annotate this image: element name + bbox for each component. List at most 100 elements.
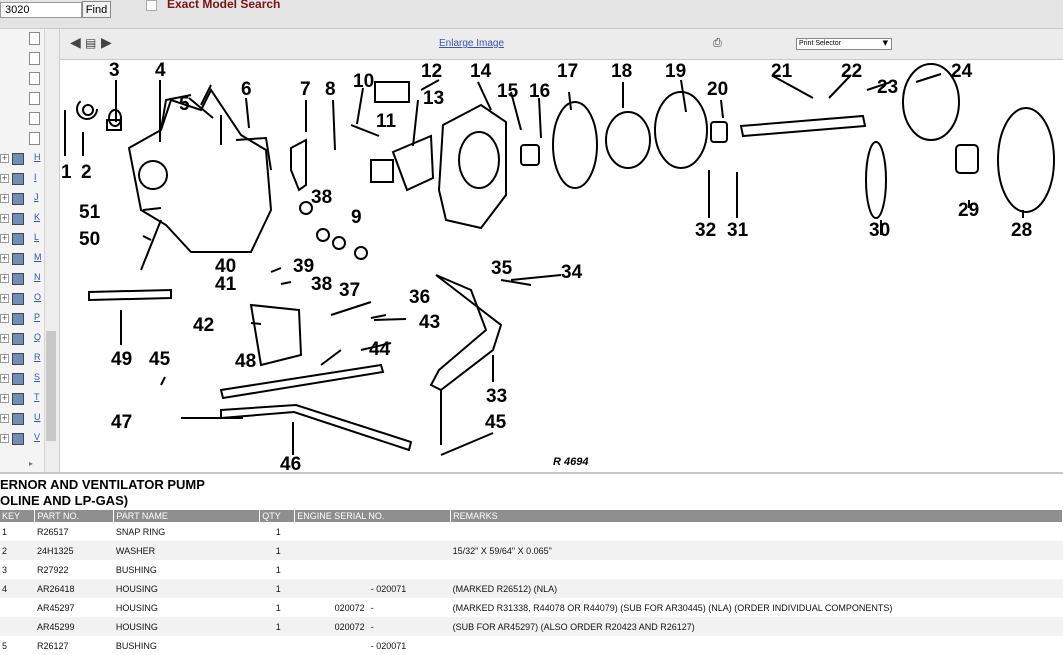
find-button[interactable]: Find — [82, 1, 111, 18]
expand-icon[interactable]: + — [0, 234, 9, 243]
book-icon — [12, 393, 24, 405]
callout-number: 44 — [369, 339, 391, 360]
callout-number: 30 — [869, 220, 890, 241]
callout-number: 33 — [486, 386, 507, 407]
expand-icon[interactable]: + — [0, 354, 9, 363]
page-icon[interactable]: ▤ — [85, 36, 97, 50]
previous-arrow-icon[interactable]: ◀ — [70, 35, 81, 51]
tree-item-label[interactable]: L — [34, 232, 40, 242]
table-cell: 1 — [275, 526, 281, 537]
tree-item-label[interactable]: R — [34, 352, 41, 362]
tree-item-label[interactable]: M — [34, 252, 42, 262]
table-cell: 3 — [2, 564, 8, 575]
callout-number: 2 — [81, 162, 92, 183]
expand-icon[interactable]: + — [0, 374, 9, 383]
tree-item[interactable]: +M — [0, 252, 44, 266]
expand-icon[interactable]: + — [0, 294, 9, 303]
tree-item-label[interactable]: Q — [34, 332, 42, 342]
table-cell: AR45299 — [34, 617, 114, 636]
tree-item[interactable]: +Q — [0, 332, 44, 346]
tree-item[interactable]: +R — [0, 352, 44, 366]
tree-item[interactable]: +I — [0, 172, 44, 186]
table-cell: SNAP RING — [115, 526, 166, 537]
callout-number: 5 — [179, 94, 190, 115]
dropdown-arrow-icon: ▼ — [882, 39, 888, 47]
tree-item[interactable]: +H — [0, 152, 44, 166]
expand-icon[interactable]: + — [0, 434, 9, 443]
document-icon[interactable] — [29, 112, 40, 125]
expand-icon[interactable]: + — [0, 274, 9, 283]
tree-item[interactable]: +S — [0, 372, 44, 386]
document-icon[interactable] — [29, 72, 40, 85]
tree-item-label[interactable]: J — [34, 192, 39, 202]
tree-item[interactable]: +V — [0, 432, 44, 446]
callout-number: 4 — [155, 60, 166, 81]
tree-item-label[interactable]: V — [34, 432, 41, 442]
callout-number: 6 — [241, 79, 252, 100]
enlarge-image-link[interactable]: Enlarge Image — [439, 38, 505, 49]
expand-icon[interactable]: + — [0, 314, 9, 323]
next-arrow-icon[interactable]: ▶ — [101, 35, 112, 51]
print-icon[interactable]: ⎙ — [713, 36, 722, 49]
book-icon — [12, 213, 24, 225]
book-icon — [12, 313, 24, 325]
document-icon[interactable] — [29, 32, 40, 45]
expand-icon[interactable]: + — [0, 154, 9, 163]
table-cell: WASHER — [113, 541, 260, 560]
expand-icon[interactable]: + — [0, 394, 9, 403]
document-icon[interactable] — [29, 92, 40, 105]
tree-item-label[interactable]: P — [34, 312, 41, 322]
tree-item[interactable]: +K — [0, 212, 44, 226]
print-selector-label: Print Selector — [799, 40, 842, 47]
table-cell — [369, 560, 451, 579]
callout-number: 36 — [409, 287, 430, 308]
model-search-input[interactable] — [0, 2, 82, 18]
table-cell: HOUSING — [113, 617, 260, 636]
table-cell: 1 — [259, 541, 295, 560]
callout-number: 24 — [951, 61, 973, 82]
expand-icon[interactable]: + — [0, 414, 9, 423]
expand-icon[interactable]: + — [0, 214, 9, 223]
document-icon[interactable] — [29, 132, 40, 145]
tree-item[interactable]: +O — [0, 292, 44, 306]
expand-icon[interactable]: + — [0, 334, 9, 343]
expand-icon[interactable]: + — [0, 194, 9, 203]
tree-item-label[interactable]: K — [34, 212, 41, 222]
tree-item[interactable]: +U — [0, 412, 44, 426]
tree-item[interactable]: +T — [0, 392, 44, 406]
tree-item-label[interactable]: H — [34, 152, 41, 162]
table-cell: AR45297 — [36, 602, 75, 613]
tree-item-label[interactable]: O — [34, 292, 42, 302]
tree-item[interactable]: +L — [0, 232, 44, 246]
print-selector-dropdown[interactable]: Print Selector ▼ — [796, 38, 892, 50]
top-search-bar: Find Exact Model Search — [0, 0, 1063, 29]
tree-scroll-thumb[interactable] — [46, 331, 56, 441]
book-icon — [12, 433, 24, 445]
tree-item-label[interactable]: N — [34, 272, 41, 282]
tree-item[interactable]: +P — [0, 312, 44, 326]
tree-item[interactable]: +J — [0, 192, 44, 206]
exact-model-checkbox[interactable] — [146, 0, 157, 11]
book-icon — [12, 353, 24, 365]
table-cell: 1 — [259, 617, 295, 636]
tree-item[interactable]: +N — [0, 272, 44, 286]
expand-icon[interactable]: + — [0, 174, 9, 183]
expand-icon[interactable]: + — [0, 254, 9, 263]
tree-item-label[interactable]: U — [34, 412, 41, 422]
tree-item-label[interactable]: S — [34, 372, 41, 382]
tree-item-label[interactable]: T — [34, 392, 40, 402]
callout-number: 45 — [485, 412, 507, 433]
document-icon[interactable] — [29, 52, 40, 65]
callout-number: 22 — [841, 61, 862, 82]
table-cell: R26517 — [36, 526, 69, 537]
tree-item-label[interactable]: I — [34, 172, 37, 182]
callout-number: 37 — [339, 280, 360, 301]
scroll-arrow-icon[interactable]: ▸ — [29, 459, 34, 468]
